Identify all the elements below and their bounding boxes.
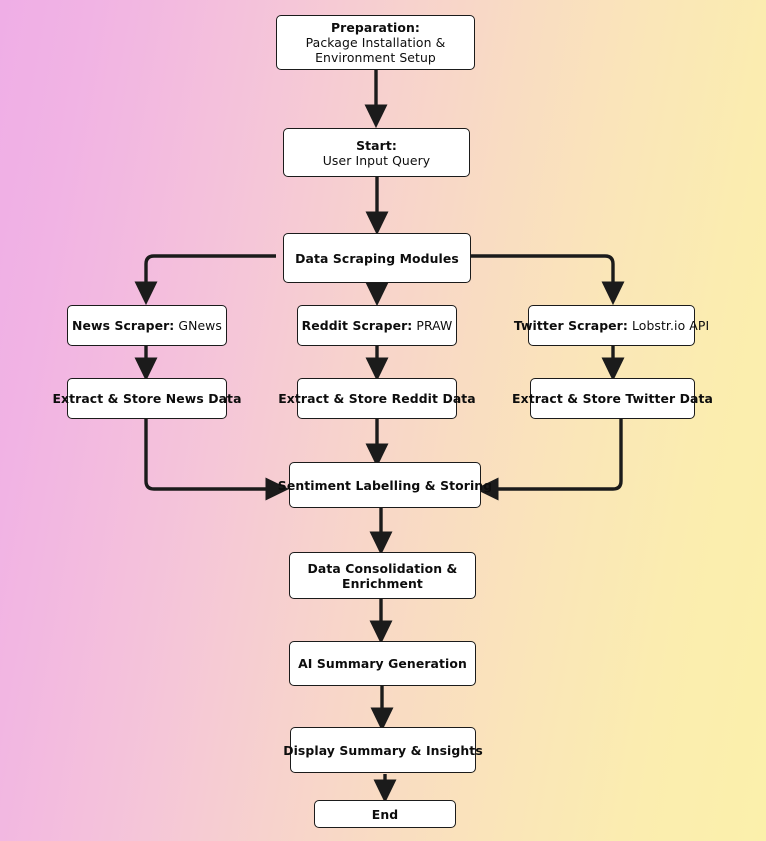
node-sentiment-labelling-label: Sentiment Labelling & Storing xyxy=(277,477,493,493)
node-extract-news[interactable]: Extract & Store News Data xyxy=(52,378,241,419)
node-preparation-line3: Environment Setup xyxy=(315,50,436,65)
connector-extractnews-to-sentiment xyxy=(144,419,290,501)
node-extract-news-label: Extract & Store News Data xyxy=(52,391,242,406)
node-data-scraping-modules[interactable]: Data Scraping Modules xyxy=(283,233,471,283)
node-extract-twitter-label: Extract & Store Twitter Data xyxy=(512,391,713,406)
node-sentiment-labelling[interactable]: Sentiment Labelling & Storing xyxy=(278,462,492,508)
node-twitter-scraper[interactable]: Twitter Scraper: Lobstr.io API xyxy=(514,305,709,346)
connector-extracttwitter-to-sentiment xyxy=(474,419,623,501)
node-end[interactable]: End xyxy=(314,800,456,828)
node-start-line2: User Input Query xyxy=(322,152,431,168)
node-start-title: Start: xyxy=(356,137,397,153)
node-ai-summary[interactable]: AI Summary Generation xyxy=(289,641,476,686)
node-preparation[interactable]: Preparation: Package Installation & Envi… xyxy=(276,15,475,70)
node-news-scraper-label: News Scraper: xyxy=(72,318,175,333)
node-data-consolidation-line2: Enrichment xyxy=(342,575,423,591)
node-extract-reddit[interactable]: Extract & Store Reddit Data xyxy=(278,378,476,419)
node-twitter-scraper-value: Lobstr.io API xyxy=(627,318,710,333)
node-reddit-scraper-value: PRAW xyxy=(412,318,453,333)
node-news-scraper[interactable]: News Scraper: GNews xyxy=(67,305,227,346)
connector-scraping-to-twitter xyxy=(471,254,625,306)
node-reddit-scraper[interactable]: Reddit Scraper: PRAW xyxy=(297,305,457,346)
node-data-scraping-modules-label: Data Scraping Modules xyxy=(295,250,459,266)
node-end-label: End xyxy=(371,806,399,822)
node-extract-twitter[interactable]: Extract & Store Twitter Data xyxy=(512,378,713,419)
node-preparation-title: Preparation: xyxy=(331,20,420,35)
node-data-consolidation-line1: Data Consolidation & xyxy=(307,560,458,576)
connector-scraping-to-news xyxy=(134,254,276,306)
node-news-scraper-value: GNews xyxy=(174,318,222,333)
node-display-summary-label: Display Summary & Insights xyxy=(283,742,483,758)
node-extract-reddit-label: Extract & Store Reddit Data xyxy=(278,391,476,406)
node-twitter-scraper-label: Twitter Scraper: xyxy=(513,318,628,333)
node-preparation-line2: Package Installation & xyxy=(305,35,446,50)
node-ai-summary-label: AI Summary Generation xyxy=(298,656,467,671)
node-data-consolidation[interactable]: Data Consolidation & Enrichment xyxy=(289,552,476,599)
node-display-summary[interactable]: Display Summary & Insights xyxy=(283,727,483,773)
node-reddit-scraper-label: Reddit Scraper: xyxy=(301,318,413,333)
node-start[interactable]: Start: User Input Query xyxy=(283,128,470,177)
